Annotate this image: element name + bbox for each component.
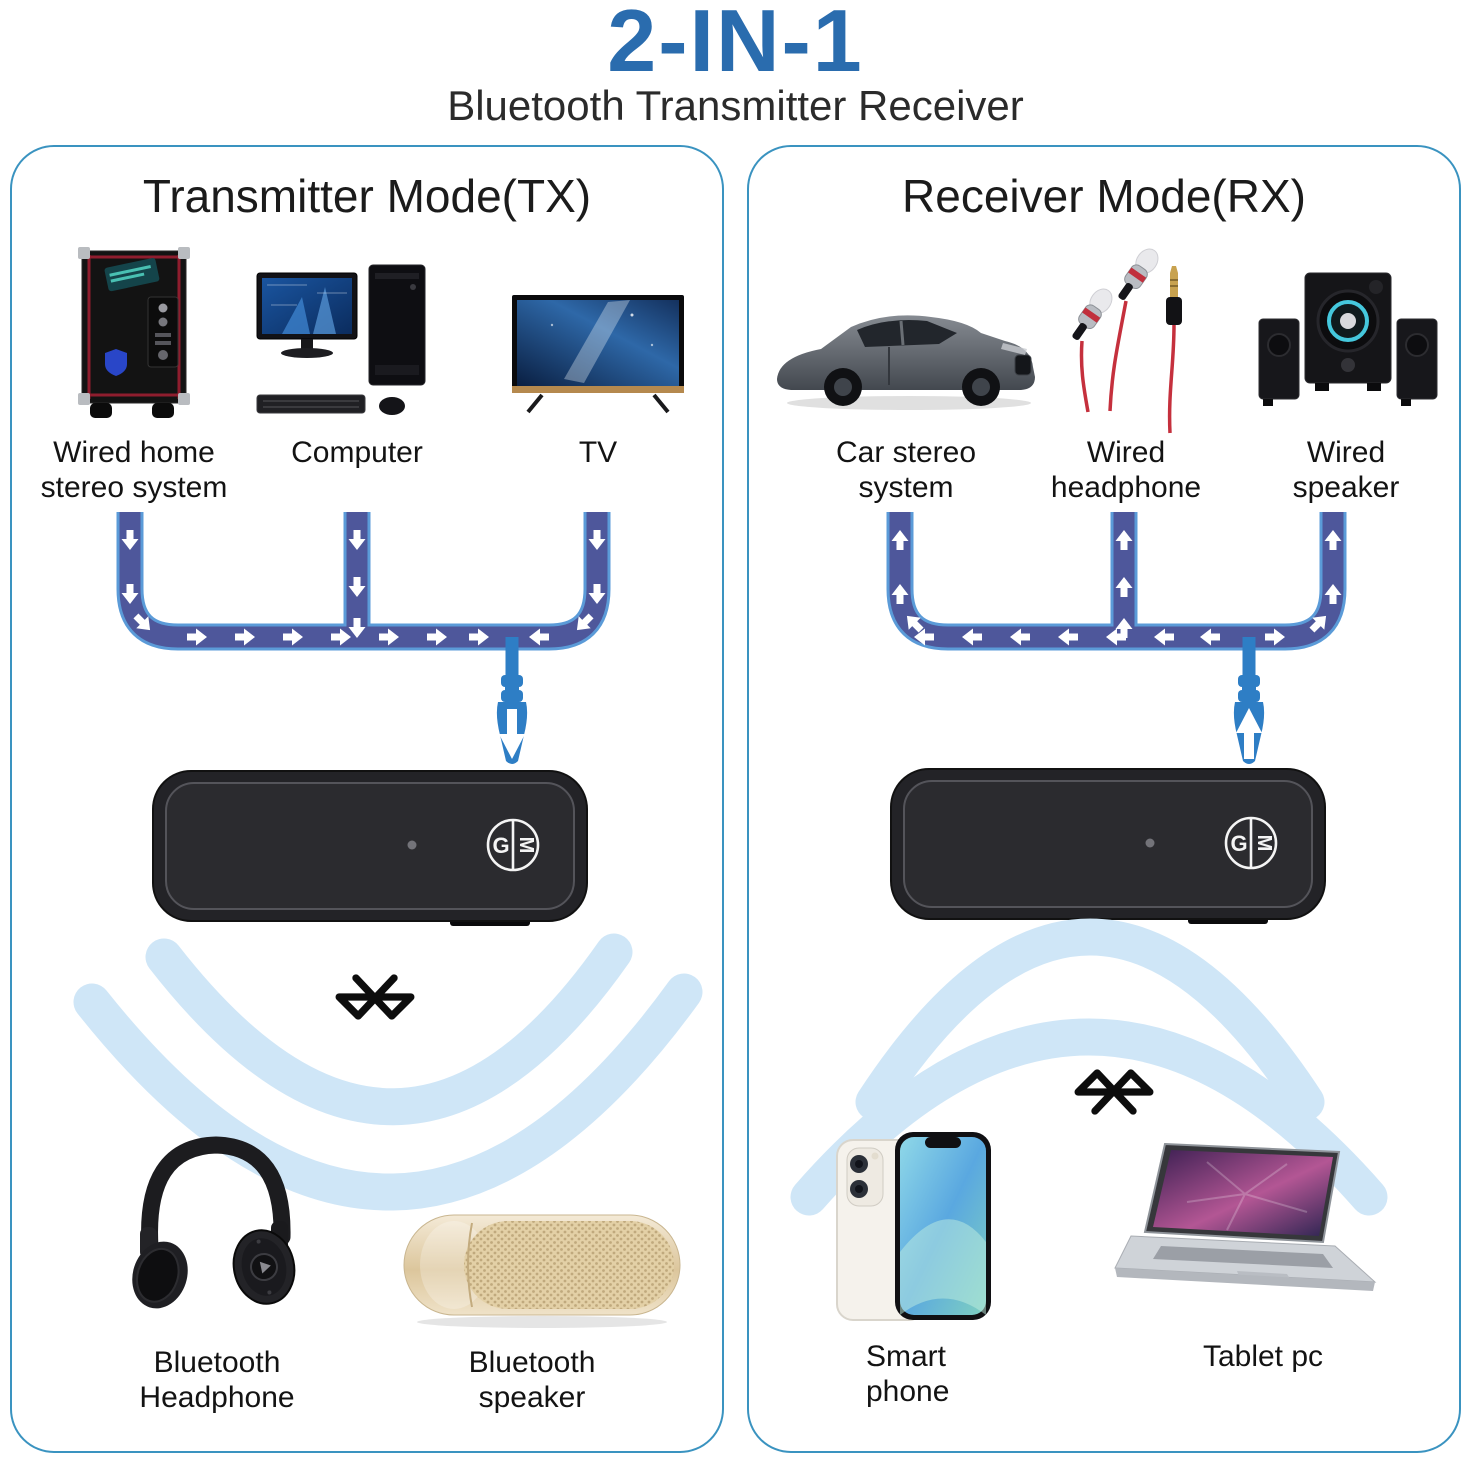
led-indicator — [1145, 838, 1155, 848]
source-label: TV — [578, 436, 618, 469]
wired-headphone-icon — [1072, 248, 1182, 434]
adapter-logo — [486, 818, 540, 872]
target-label: Smart phone — [866, 1340, 950, 1408]
bluetooth-speaker-icon — [403, 1214, 681, 1328]
flow-arrows — [891, 530, 1342, 759]
bluetooth-symbol-icon — [335, 974, 415, 1020]
flow-arrows — [121, 530, 606, 759]
receiver-panel-title: Receiver Mode(RX) — [902, 170, 1306, 222]
signal-waves-icon — [790, 918, 1388, 1216]
source-label: Wired headphone — [1050, 436, 1202, 504]
signal-waves-icon — [73, 933, 703, 1211]
page-subtitle: Bluetooth Transmitter Receiver — [447, 82, 1024, 129]
svg-text:G: G — [492, 833, 509, 858]
transmitter-panel-title: Transmitter Mode(TX) — [142, 170, 592, 222]
svg-text:M: M — [515, 837, 537, 854]
flow-pipe-icon — [116, 512, 611, 764]
wired-speaker-icon — [1258, 272, 1438, 406]
bluetooth-symbol-icon — [1074, 1069, 1154, 1115]
home-stereo-icon — [78, 247, 190, 418]
adapter-device: G M — [890, 768, 1326, 924]
adapter-logo — [1224, 816, 1278, 870]
source-label: Wired speaker — [1292, 436, 1400, 504]
target-label: Bluetooth speaker — [468, 1346, 596, 1414]
tv-icon — [512, 295, 684, 414]
transmitter-panel: Transmitter Mode(TX) — [10, 145, 724, 1453]
laptop-icon — [1114, 1142, 1377, 1291]
svg-text:M: M — [1253, 835, 1275, 852]
flow-pipe-icon — [886, 512, 1347, 764]
bluetooth-headphone-icon — [132, 1136, 296, 1309]
computer-icon — [256, 264, 426, 415]
source-label: Computer — [291, 436, 423, 469]
target-label: Bluetooth Headphone — [139, 1346, 295, 1414]
svg-text:G: G — [1230, 831, 1247, 856]
car-icon — [777, 315, 1035, 410]
adapter-device: G M — [152, 770, 588, 926]
source-label: Wired home stereo system — [40, 436, 228, 504]
smartphone-icon — [836, 1132, 991, 1321]
led-indicator — [407, 840, 417, 850]
target-label: Tablet pc — [1202, 1340, 1324, 1373]
receiver-panel: Receiver Mode(RX) — [747, 145, 1461, 1453]
page-title: 2-IN-1 — [607, 0, 864, 90]
source-label: Car stereo system — [835, 436, 977, 504]
